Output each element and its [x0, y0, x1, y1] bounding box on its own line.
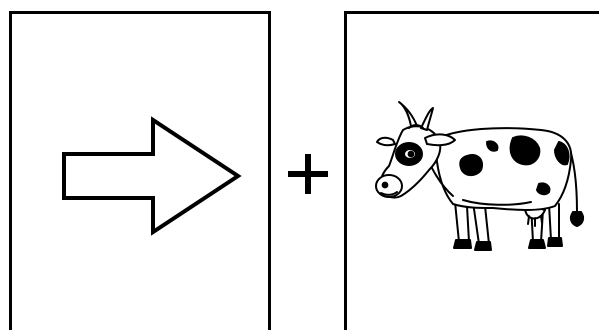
left-card: [9, 11, 271, 330]
arrow-right-icon: [62, 116, 242, 236]
right-card: [344, 11, 599, 330]
cow-icon: [375, 101, 585, 251]
plus-icon: [288, 154, 328, 194]
